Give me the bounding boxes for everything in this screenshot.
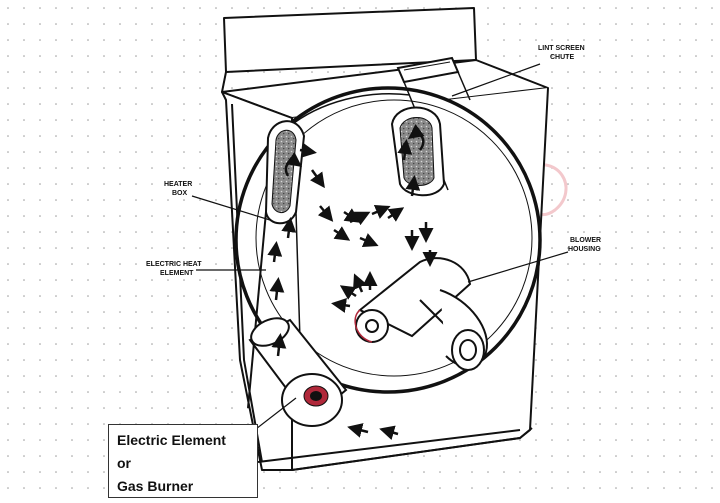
legend-line-or: or [117, 455, 131, 471]
lint-screen-label: LINT SCREEN CHUTE [538, 45, 585, 61]
leader-lines [191, 63, 569, 433]
legend-line-gas-burner: Gas Burner [117, 478, 194, 494]
electric-heat-element-label-line1: ELECTRIC HEAT [146, 261, 202, 268]
heater-box-label-line1: HEATER [164, 181, 192, 188]
airflow-arrows [267, 124, 438, 440]
electric-heat-element-label-line2: ELEMENT [160, 270, 194, 277]
blower-housing-label-line1: BLOWER [570, 237, 601, 244]
electric-heat-element-label: ELECTRIC HEAT ELEMENT [146, 261, 202, 277]
lint-screen-label-line1: LINT SCREEN [538, 45, 585, 52]
blower-housing [354, 257, 488, 371]
exhaust-duct [390, 106, 446, 197]
legend-line-electric-element: Electric Element [117, 432, 226, 448]
burner-legend-box: Electric Element or Gas Burner [108, 424, 258, 498]
heater-box-label-line2: BOX [172, 190, 188, 197]
heater-box-label: HEATER BOX [164, 181, 192, 197]
blower-housing-label-line2: HOUSING [568, 246, 601, 253]
blower-housing-label: BLOWER HOUSING [568, 237, 601, 253]
lint-screen-label-line2: CHUTE [550, 54, 574, 61]
